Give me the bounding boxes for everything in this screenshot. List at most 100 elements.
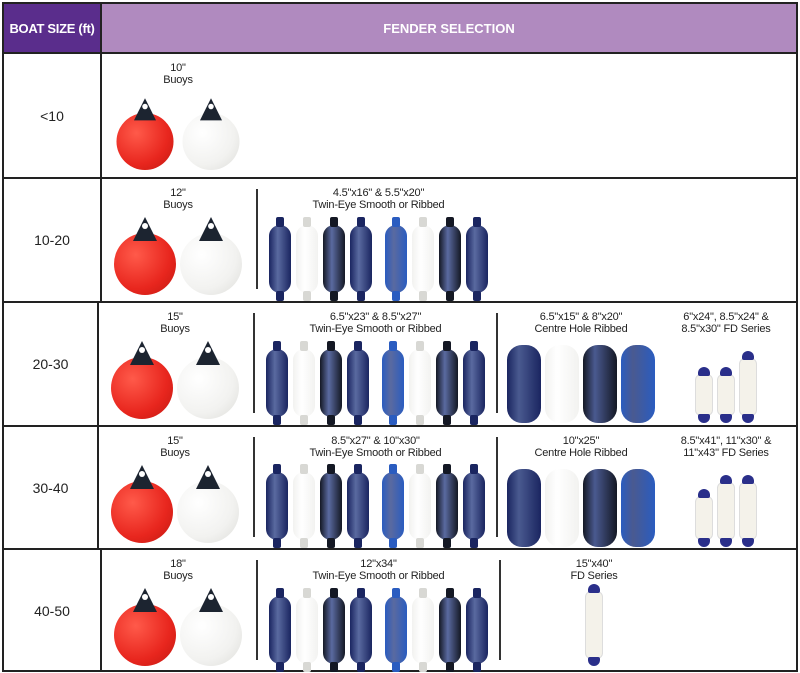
fender-eye [392,217,400,227]
fender-eye [357,291,365,301]
fender-body [463,472,485,540]
fender-images [269,217,488,301]
fender-body [412,596,434,664]
fd-series-fender-image [585,584,603,666]
fender-group-twin: 6.5"x23" & 8.5"x27"Twin-Eye Smooth or Ri… [263,303,488,425]
fender-eye [473,217,481,227]
label-line: Twin-Eye Smooth or Ribbed [312,570,445,582]
buoy-cap [130,341,154,365]
buoy-eye [139,471,145,477]
fender-body [412,225,434,293]
fender-eye [419,217,427,227]
fender-eye [419,291,427,301]
fender-images [111,465,239,543]
twin-eye-fender-image [382,341,404,425]
twin-eye-fender-image [296,588,318,672]
fender-eye [273,464,281,474]
buoy-image [180,217,242,295]
fender-eye [389,341,397,351]
fender-group-label: 15"Buoys [160,435,190,461]
label-line: 6.5"x23" & 8.5"x27" [329,311,422,323]
fender-group-label: 12"x34"Twin-Eye Smooth or Ribbed [313,558,445,584]
buoy-eye [142,223,148,229]
fender-body [382,472,404,540]
fender-body [739,358,757,416]
twin-eye-fender-image [269,217,291,301]
buoy-ball [180,604,242,666]
buoy-eye [208,223,214,229]
fender-eye [470,341,478,351]
label-line: 6.5"x15" & 8"x20" [539,311,623,323]
fender-eye [416,464,424,474]
fender-images [111,341,239,419]
fender-body [293,472,315,540]
fender-group-buoys: 18"Buoys [108,550,248,672]
twin-eye-fender-image [439,217,461,301]
twin-eye-fender-image [269,588,291,672]
buoy-image [177,465,239,543]
buoy-ball [114,604,176,666]
centre-hole-fender-image [507,345,541,423]
twin-eye-fender-image [463,464,485,548]
centre-hole-fender-image [507,469,541,547]
fender-cell: 18"Buoys 12"x34"Twin-Eye Smooth or Ribbed… [102,550,796,672]
buoy-ball [111,357,173,419]
fender-eye [389,464,397,474]
fender-group-fd1: 15"x40"FD Series [509,550,679,672]
fender-eye [276,217,284,227]
boat-size-header: BOAT SIZE (ft) [4,4,102,52]
fender-body [296,596,318,664]
label-line: 12" [170,187,186,199]
divider [499,560,501,660]
divider [253,437,255,537]
twin-eye-fender-image [323,217,345,301]
fender-group-buoys: 15"Buoys [105,303,245,425]
fender-eye [389,538,397,548]
fender-eye [300,341,308,351]
fender-cap [720,414,732,423]
twin-eye-fender-image [382,464,404,548]
fender-group-label: 10"x25"Centre Hole Ribbed [534,435,627,461]
table-header: BOAT SIZE (ft) FENDER SELECTION [4,4,796,54]
fender-eye [446,217,454,227]
centre-hole-fender-image [583,469,617,547]
fender-body [439,596,461,664]
fender-cap [742,414,754,423]
fender-group-label: 6.5"x15" & 8"x20"Centre Hole Ribbed [534,311,627,337]
fender-eye [273,341,281,351]
fender-cap [588,657,600,666]
fender-body [269,596,291,664]
fender-eye [273,538,281,548]
twin-eye-fender-image [412,217,434,301]
twin-eye-fender-image [409,464,431,548]
fender-body [323,596,345,664]
twin-eye-fender-image [436,341,458,425]
fender-images [695,475,757,547]
fender-eye [327,538,335,548]
fender-group-label: 12"Buoys [163,187,193,213]
label-line: 6"x24", 8.5"x24" & [683,311,769,323]
fender-eye [276,588,284,598]
buoy-eye [142,594,148,600]
twin-eye-fender-image [439,588,461,672]
buoy-cap [133,217,157,241]
fender-body [439,225,461,293]
twin-eye-fender-image [466,217,488,301]
fender-body [350,225,372,293]
buoy-ball [180,233,242,295]
buoy-ball [116,112,174,170]
fender-body [293,349,315,417]
label-line: 4.5"x16" & 5.5"x20" [332,187,425,199]
fender-group-label: 6.5"x23" & 8.5"x27"Twin-Eye Smooth or Ri… [310,311,442,337]
twin-eye-fender-image [466,588,488,672]
buoy-eye [208,594,214,600]
centre-hole-fender-image [583,345,617,423]
twin-eye-fender-image [463,341,485,425]
buoy-cap [199,98,223,121]
fender-images [114,588,242,666]
label-line: 8.5"x30" FD Series [681,323,771,335]
fd-series-fender-image [695,367,713,423]
fender-eye [273,415,281,425]
